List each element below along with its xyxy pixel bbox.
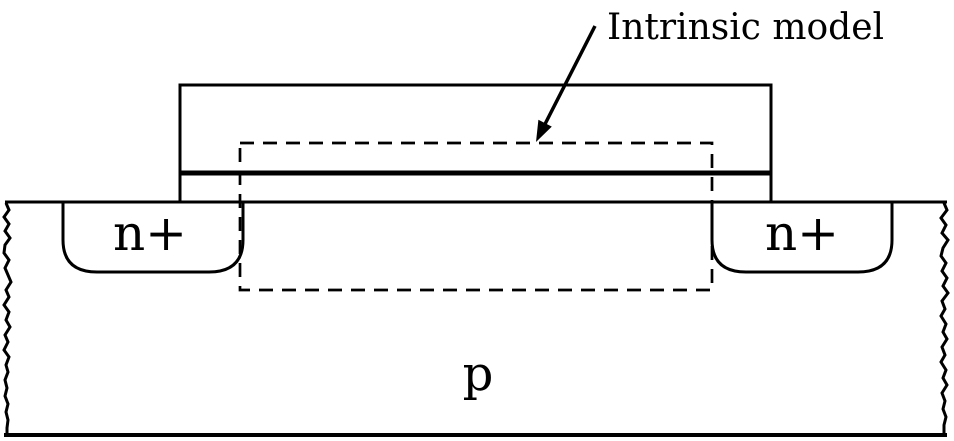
drain-region-label: n+ bbox=[765, 204, 839, 262]
substrate-left-torn-edge bbox=[2, 202, 13, 435]
annotation-arrow-line bbox=[541, 25, 597, 129]
intrinsic-model-boundary bbox=[238, 141, 714, 292]
substrate-label: p bbox=[463, 346, 494, 402]
gate-stack-outline bbox=[178, 83, 773, 202]
drain-region-outline bbox=[710, 203, 894, 274]
intrinsic-model-label: Intrinsic model bbox=[607, 7, 884, 48]
substrate-right-torn-edge bbox=[939, 202, 950, 433]
annotation-arrowhead-icon bbox=[536, 119, 552, 142]
source-region-label: n+ bbox=[113, 204, 187, 262]
